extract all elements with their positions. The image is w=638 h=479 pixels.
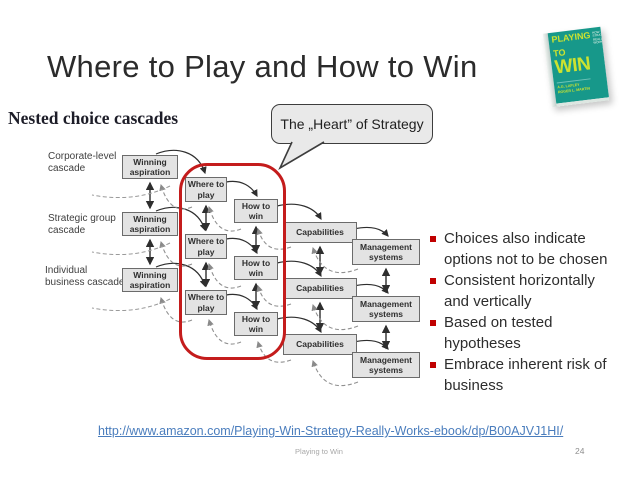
row-label-corporate: Corporate-level cascade <box>48 151 117 174</box>
box-how-to-win-2: How to win <box>234 256 278 280</box>
bullet-square-icon <box>430 278 436 284</box>
box-where-to-play-1: Where to play <box>185 177 227 202</box>
box-capabilities-1: Capabilities <box>283 222 357 243</box>
box-capabilities-2: Capabilities <box>283 278 357 299</box>
box-winning-aspiration-2: Winning aspiration <box>122 212 178 236</box>
book-title-line3: WIN <box>553 53 592 79</box>
slide-title: Where to Play and How to Win <box>47 49 478 84</box>
diagram-heading: Nested choice cascades <box>8 108 179 128</box>
box-capabilities-3: Capabilities <box>283 334 357 355</box>
row-label-individual-business: Individual business cascade <box>45 265 125 288</box>
book-cover-playing-to-win: PLAYING HOW STRATEGY REALLY WORKS TO WIN… <box>542 26 610 108</box>
bullet-square-icon <box>430 236 436 242</box>
page-number: 24 <box>575 446 585 456</box>
book-front-cover: PLAYING HOW STRATEGY REALLY WORKS TO WIN… <box>547 26 609 104</box>
list-item: Consistent horizontally and vertically <box>430 271 610 312</box>
bullet-square-icon <box>430 320 436 326</box>
bullet-square-icon <box>430 362 436 368</box>
bullet-list: Choices also indicate options not to be … <box>430 229 610 397</box>
box-where-to-play-2: Where to play <box>185 234 227 259</box>
list-item: Choices also indicate options not to be … <box>430 229 610 270</box>
box-winning-aspiration-3: Winning aspiration <box>122 268 178 292</box>
box-where-to-play-3: Where to play <box>185 290 227 315</box>
box-how-to-win-1: How to win <box>234 199 278 223</box>
box-winning-aspiration-1: Winning aspiration <box>122 155 178 179</box>
box-how-to-win-3: How to win <box>234 312 278 336</box>
box-management-systems-2: Management systems <box>352 296 420 322</box>
list-item: Embrace inherent risk of business <box>430 355 610 396</box>
callout-tail <box>278 141 325 170</box>
book-title-line1: PLAYING <box>550 30 592 45</box>
amazon-book-link[interactable]: http://www.amazon.com/Playing-Win-Strate… <box>98 424 564 438</box>
callout-heart-of-strategy: The „Heart” of Strategy <box>271 104 433 144</box>
row-label-strategic-group: Strategic group cascade <box>48 213 116 236</box>
box-management-systems-3: Management systems <box>352 352 420 378</box>
box-management-systems-1: Management systems <box>352 239 420 265</box>
footer-title: Playing to Win <box>295 447 343 456</box>
list-item: Based on tested hypotheses <box>430 313 610 354</box>
